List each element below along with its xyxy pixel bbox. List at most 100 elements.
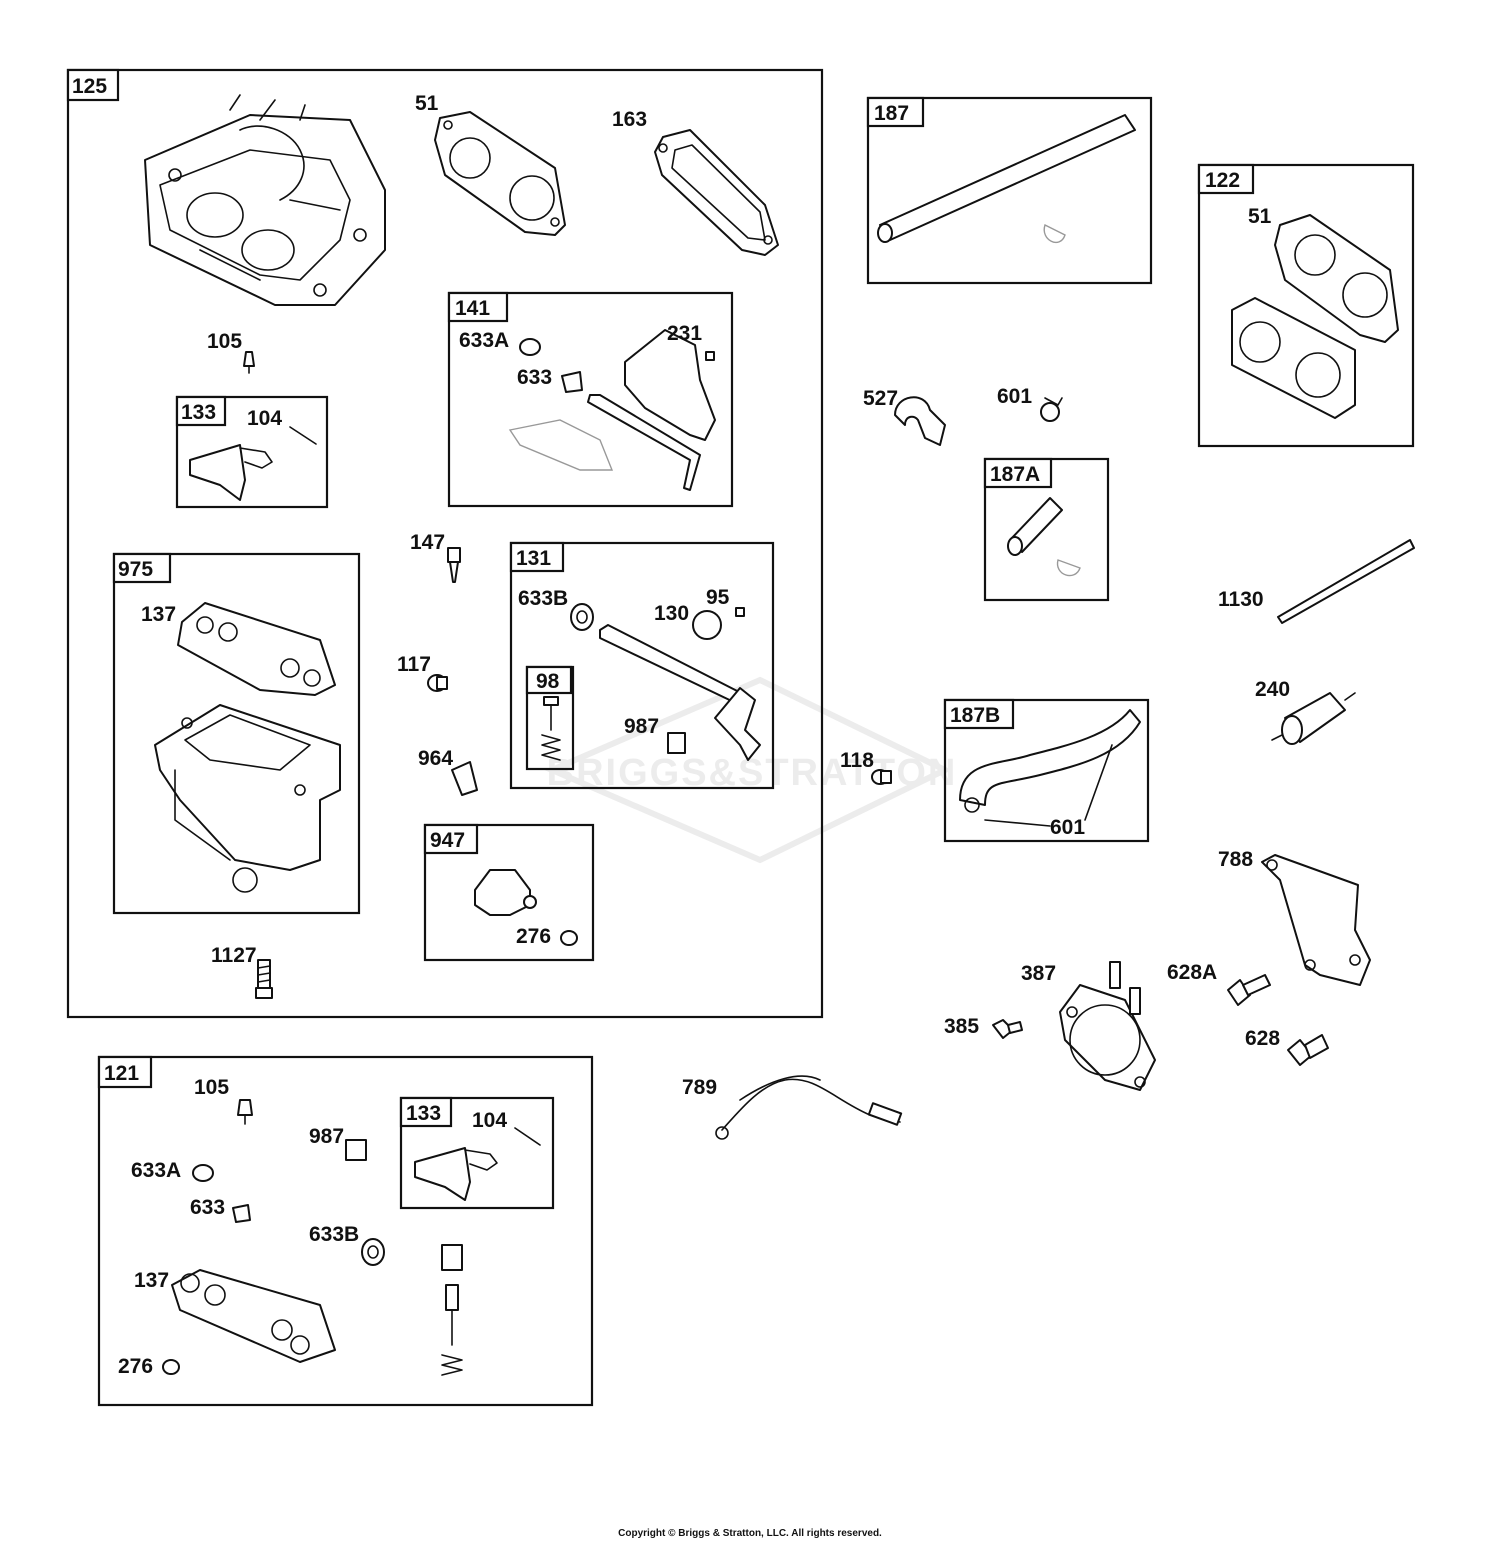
callout-231: 231 — [667, 322, 702, 345]
bolt-628a — [1227, 974, 1271, 1006]
group-tag-187: 187 — [874, 102, 909, 125]
needle-105a — [243, 351, 255, 374]
carburetor-body — [144, 94, 386, 306]
callout-628: 628 — [1245, 1027, 1280, 1050]
group-tag-125: 125 — [72, 75, 107, 98]
plug-964 — [451, 761, 478, 796]
group-box-125 — [66, 68, 824, 1019]
callout-137b: 137 — [134, 1269, 169, 1292]
group-box-133a — [175, 395, 329, 509]
float-133b — [414, 1127, 541, 1201]
group-box-141 — [447, 291, 734, 508]
group-box-947 — [423, 823, 595, 962]
fuel-filter-240 — [1271, 692, 1356, 745]
callout-276a: 276 — [516, 925, 551, 948]
callout-601b: 601 — [1050, 816, 1085, 839]
group-box-131 — [509, 541, 775, 790]
gasket-137b — [171, 1269, 336, 1363]
callout-118: 118 — [840, 749, 874, 772]
group-tag-133b: 133 — [406, 1102, 441, 1125]
jet-118 — [871, 769, 892, 785]
group-tag-122: 122 — [1205, 169, 1240, 192]
callout-51b: 51 — [1248, 205, 1272, 228]
group-tag-975: 975 — [118, 558, 153, 581]
callout-633a2: 633A — [131, 1159, 181, 1182]
callout-51a: 51 — [415, 92, 439, 115]
screw-385 — [992, 1019, 1023, 1039]
callout-104b: 104 — [472, 1109, 507, 1132]
float-bowl-975 — [154, 704, 341, 893]
group-box-133b — [399, 1096, 555, 1210]
solenoid-947 — [474, 869, 578, 946]
group-box-975 — [112, 552, 361, 915]
group-tag-131: 131 — [516, 547, 551, 570]
callout-147: 147 — [410, 531, 445, 554]
wire-789 — [715, 1075, 903, 1140]
spacer-block-122 — [1231, 297, 1356, 419]
callout-1130: 1130 — [1218, 588, 1264, 611]
callout-633-1: 633 — [517, 366, 552, 389]
copyright-notice: Copyright © Briggs & Stratton, LLC. All … — [618, 1528, 882, 1539]
jet-147 — [447, 547, 461, 583]
group-tag-121: 121 — [104, 1062, 139, 1085]
gasket-163 — [654, 129, 779, 256]
callout-163: 163 — [612, 108, 647, 131]
callout-117: 117 — [397, 653, 431, 676]
callout-987a: 987 — [624, 715, 659, 738]
throttle-assembly-141 — [508, 329, 716, 491]
fuel-line-187b — [959, 709, 1141, 827]
callout-601a: 601 — [997, 385, 1032, 408]
group-box-187 — [866, 96, 1153, 285]
callout-105b: 105 — [194, 1076, 229, 1099]
callout-95: 95 — [706, 586, 730, 609]
gasket-51b — [1274, 214, 1399, 343]
screw-spring-98 — [541, 696, 561, 761]
bushing-633b — [232, 1204, 251, 1223]
needle-105b — [237, 1099, 253, 1125]
callout-104a: 104 — [247, 407, 282, 430]
callout-labels: 51 163 105 104 633A 231 633 147 633B 130… — [118, 92, 1290, 1378]
bolt-1127 — [255, 959, 273, 999]
callout-633a1: 633A — [459, 329, 509, 352]
valve-stack — [441, 1244, 463, 1376]
callout-130: 130 — [654, 602, 689, 625]
group-tag-141: 141 — [455, 297, 490, 320]
group-box-187b — [943, 698, 1150, 843]
callout-788: 788 — [1218, 848, 1253, 871]
fuel-line-187 — [877, 114, 1136, 244]
callout-527: 527 — [863, 387, 898, 410]
fuel-line-1130 — [1277, 539, 1415, 624]
group-tag-187b: 187B — [950, 704, 1000, 727]
group-tag-98: 98 — [536, 670, 560, 693]
seal-633b2 — [361, 1238, 385, 1266]
callout-1127: 1127 — [211, 944, 257, 967]
callout-789: 789 — [682, 1076, 717, 1099]
callout-633b2: 633B — [309, 1223, 359, 1246]
fuel-pump-387 — [1059, 961, 1156, 1091]
float-133a — [189, 426, 317, 501]
callout-633b1: 633B — [518, 587, 568, 610]
oring-276b — [162, 1359, 180, 1375]
bracket-788 — [1261, 854, 1371, 986]
clamp-527 — [894, 396, 946, 446]
callout-385: 385 — [944, 1015, 979, 1038]
gasket-137a — [177, 602, 336, 696]
callout-240: 240 — [1255, 678, 1290, 701]
cap-633a2 — [192, 1164, 214, 1182]
group-tag-187a: 187A — [990, 463, 1040, 486]
callout-964: 964 — [418, 747, 453, 770]
callout-633-2: 633 — [190, 1196, 225, 1219]
group-tag-133a: 133 — [181, 401, 216, 424]
group-tag-947: 947 — [430, 829, 465, 852]
clip-601a — [1040, 397, 1063, 422]
bolt-628 — [1287, 1034, 1329, 1066]
callout-387: 387 — [1021, 962, 1056, 985]
callout-276b: 276 — [118, 1355, 153, 1378]
jet-117 — [427, 674, 448, 692]
callout-987b: 987 — [309, 1125, 344, 1148]
group-box-121 — [97, 1055, 594, 1407]
callout-628a: 628A — [1167, 961, 1217, 984]
group-box-122 — [1197, 163, 1415, 448]
plug-987b — [345, 1139, 367, 1161]
